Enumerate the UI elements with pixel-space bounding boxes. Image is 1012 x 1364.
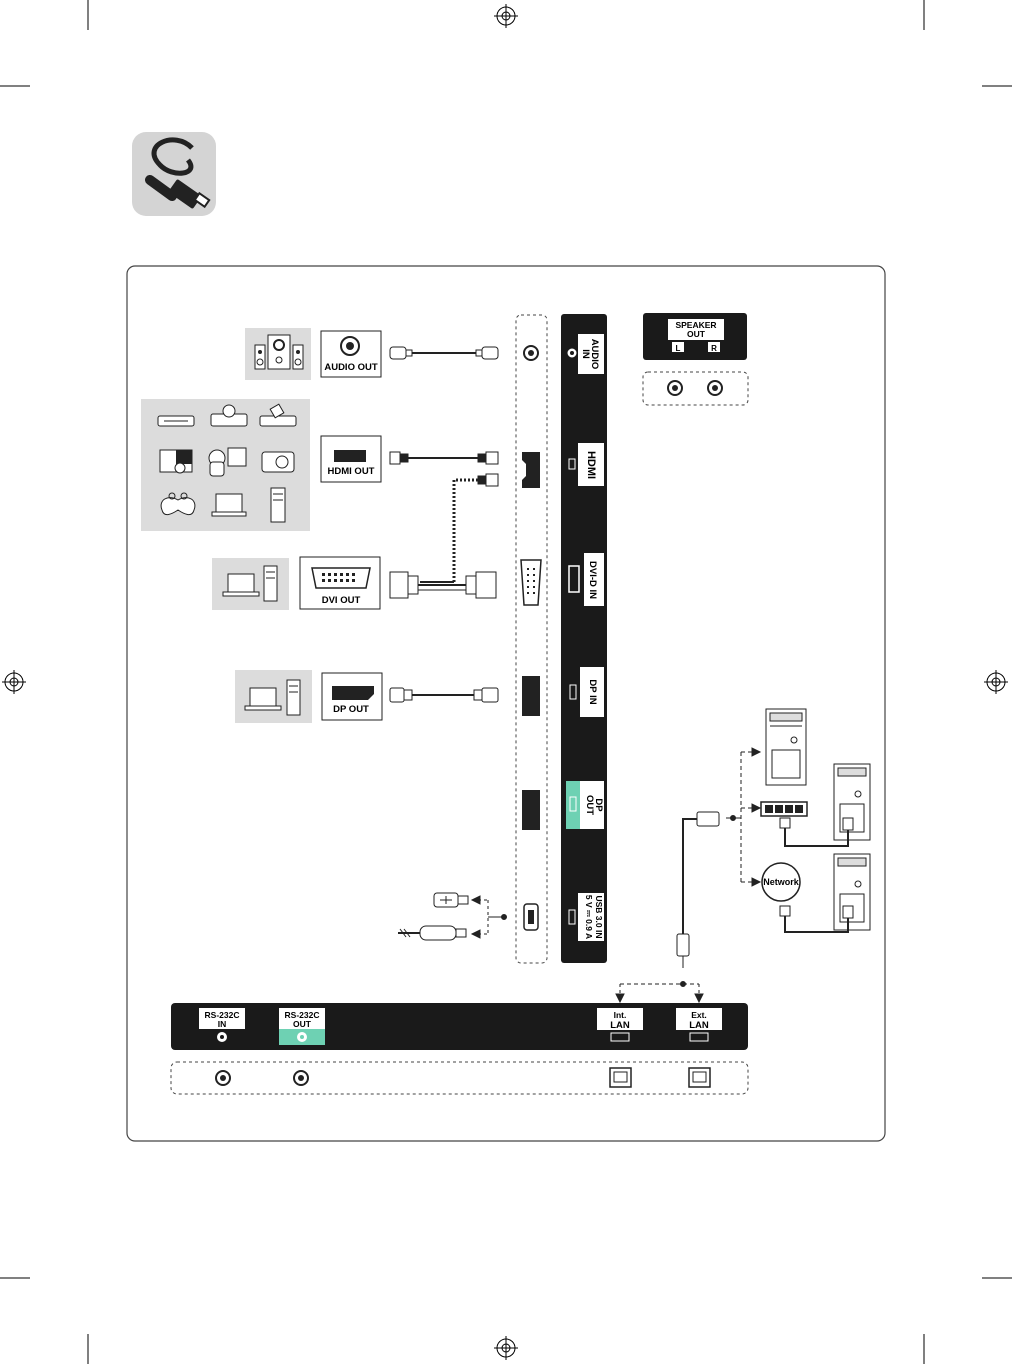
rs232c-out-label-2: OUT [293, 1019, 312, 1029]
side-usb-label-2: 5 V ⎓ 0.9 A [584, 895, 594, 939]
registration-mark-bottom [494, 1336, 518, 1360]
side-dp-in-label: DP IN [587, 679, 598, 704]
pc-dp-group [235, 670, 312, 723]
ext-lan-label-1: Ext. [691, 1010, 707, 1020]
network-cloud-icon: Network [762, 863, 800, 901]
lan-dashed-split [616, 982, 703, 1003]
dp-in-jack [522, 676, 540, 716]
pc-tower-bottom [834, 854, 870, 930]
registration-mark-left [2, 670, 26, 694]
side-hdmi-label: HDMI [585, 451, 597, 479]
side-dvi-d-in: DVI-D IN [566, 553, 604, 606]
rs232c-out-port: RS-232C OUT [279, 1008, 325, 1045]
network-hub-icon [761, 802, 807, 816]
registration-mark-right [984, 670, 1008, 694]
side-panel [561, 314, 607, 963]
dp-out-jack [522, 790, 540, 830]
side-hdmi: HDMI [566, 443, 604, 486]
speaker-left-label: L [676, 344, 681, 353]
side-usb-label-1: USB 3.0 IN [594, 896, 604, 939]
cable-icon [132, 132, 216, 216]
audio-out-port: AUDIO OUT [321, 331, 381, 377]
audio-out-label: AUDIO OUT [324, 362, 378, 373]
side-audio-in-label-2: IN [580, 349, 591, 359]
hdmi-out-port: HDMI OUT [321, 436, 381, 482]
speaker-out-panel: SPEAKER OUT L R [643, 313, 747, 360]
network-dashed-arrows [726, 748, 760, 886]
bottom-jacks [216, 1068, 710, 1087]
hdmi-jack [522, 452, 540, 488]
ext-lan-label-2: LAN [689, 1020, 709, 1031]
dp-cable [390, 688, 498, 702]
pc-dvi-group [212, 558, 289, 610]
side-dp-in: DP IN [566, 667, 604, 717]
pc-tower-top [766, 709, 806, 785]
lan-cable [677, 812, 719, 968]
dvi-jack [521, 560, 541, 605]
dvi-cable [390, 572, 496, 598]
speaker-out-label-2: OUT [687, 329, 706, 339]
dvi-hdmi-adapter-cable [420, 474, 498, 582]
int-lan-label-2: LAN [610, 1020, 630, 1031]
av-devices-group [141, 399, 310, 531]
side-dvi-d-in-label: DVI-D IN [587, 561, 598, 599]
side-port-strip [516, 315, 547, 963]
speaker-device-group [245, 328, 311, 380]
network-label: Network [763, 877, 800, 887]
dp-out-port: DP OUT [322, 673, 382, 720]
usb-arrows [472, 896, 507, 938]
speaker-right-label: R [711, 344, 717, 353]
rs232c-in-port: RS-232C IN [199, 1008, 245, 1045]
int-lan-label-1: Int. [614, 1010, 627, 1020]
side-dp-out: DP OUT [566, 781, 604, 829]
bottom-panel [171, 1003, 748, 1050]
side-audio-in: AUDIO IN [566, 334, 604, 374]
usb-stick-icon [434, 893, 468, 907]
rs232c-in-label-2: IN [218, 1019, 227, 1029]
side-dp-out-label-2: OUT [584, 795, 595, 815]
side-usb: USB 3.0 IN 5 V ⎓ 0.9 A [566, 893, 604, 941]
int-lan-port: Int. LAN [597, 1008, 643, 1045]
audio-in-jack [524, 346, 538, 360]
usb-cable-icon [398, 926, 466, 940]
dvi-out-label: DVI OUT [322, 595, 361, 606]
ext-lan-port: Ext. LAN [676, 1008, 722, 1045]
hdmi-cable [390, 452, 498, 464]
audio-cable [390, 347, 498, 359]
dvi-out-port: DVI OUT [300, 557, 380, 609]
registration-mark-top [494, 4, 518, 28]
speaker-jacks [668, 381, 722, 395]
dp-out-source-label: DP OUT [333, 704, 369, 715]
speaker-jack-strip [643, 372, 748, 405]
bottom-jack-strip [171, 1062, 748, 1094]
hdmi-out-label: HDMI OUT [328, 466, 375, 477]
usb-jack [524, 904, 538, 930]
